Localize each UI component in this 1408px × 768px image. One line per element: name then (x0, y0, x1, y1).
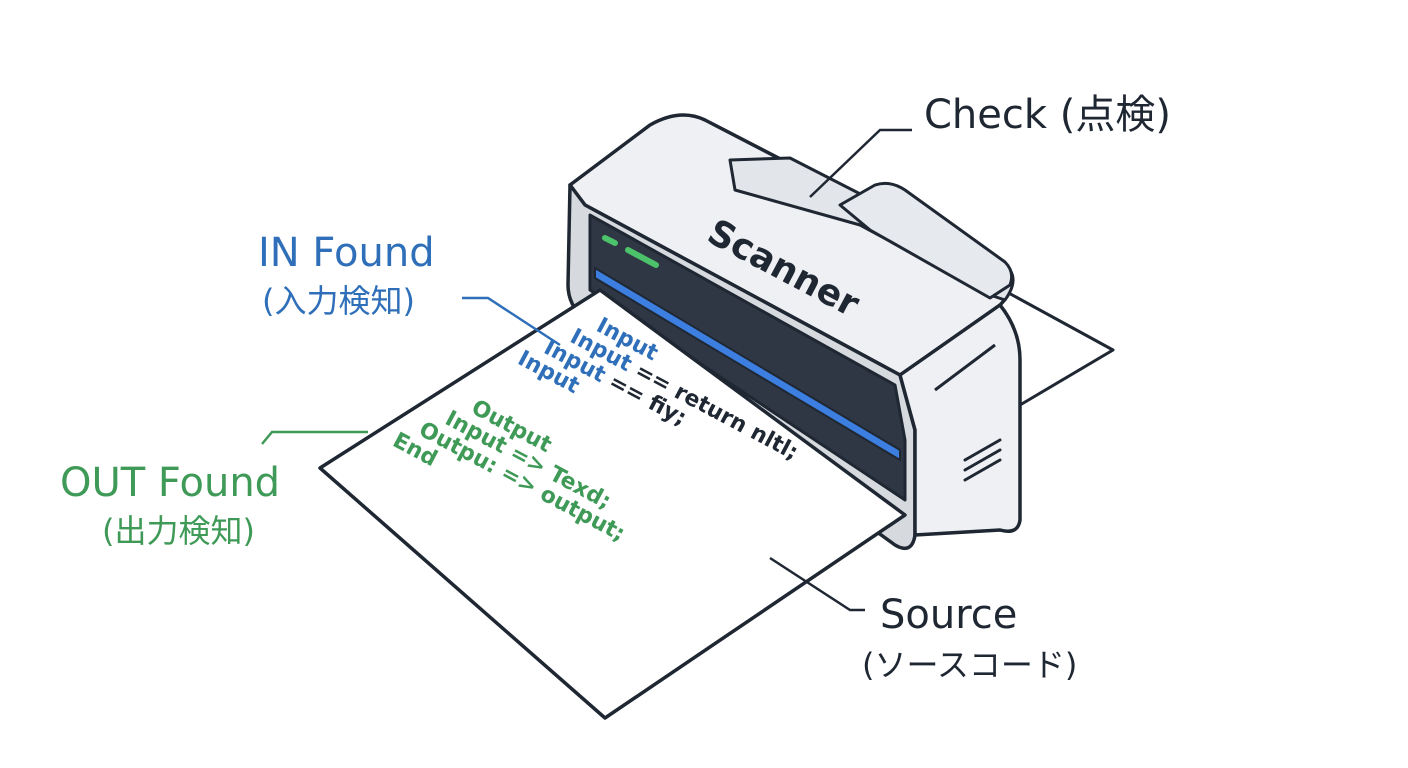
in-found-label: IN Found (258, 230, 435, 276)
out-found-label-ja: (出力検知) (102, 512, 255, 550)
check-label: Check (点検) (924, 92, 1171, 138)
scanner-lid-block (838, 181, 1014, 300)
scanner-slot (588, 213, 907, 502)
status-led-long (625, 247, 659, 268)
source-leader (769, 556, 865, 612)
check-leader (809, 128, 912, 198)
status-led-short (602, 235, 618, 246)
vent-grille (963, 438, 1002, 482)
scan-beam (594, 266, 901, 462)
in-found-label-ja: (入力検知) (262, 282, 415, 320)
source-label: Source (880, 592, 1017, 638)
out-found-label: OUT Found (60, 460, 280, 506)
in-found-leader (462, 296, 561, 347)
out-found-leader (261, 430, 368, 445)
source-label-ja: (ソースコード) (862, 646, 1077, 684)
scanner-side-panel (898, 303, 1022, 537)
source-paper (318, 288, 907, 720)
side-panel-crease (934, 343, 996, 392)
